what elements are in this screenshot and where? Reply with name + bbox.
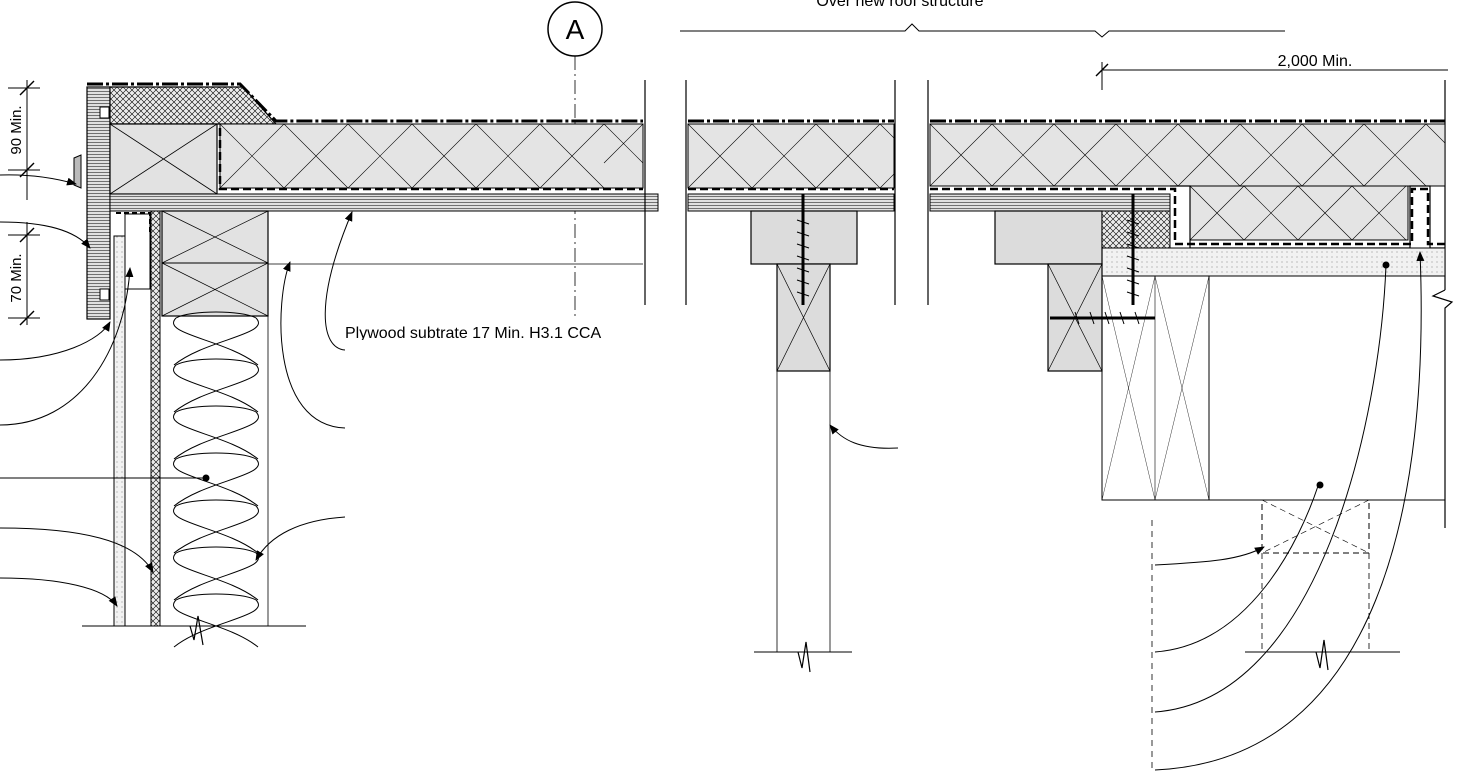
roof-right-segment — [929, 119, 1446, 770]
upstand-height-label: 70 Min. — [8, 253, 25, 302]
leader-lines — [0, 174, 1425, 771]
roof-left-segment — [73, 82, 659, 646]
right-span-label: 2,000 Min. — [1278, 53, 1353, 70]
plywood-note: Plywood subtrate 17 Min. H3.1 CCA — [345, 325, 601, 342]
insulation-batt-loop — [173, 452, 259, 507]
insulation-batt-loop — [173, 405, 259, 460]
top-span-label: Over new roof structure — [816, 0, 983, 10]
section-marker-label: A — [566, 14, 585, 45]
plywood-substrate — [109, 193, 659, 212]
note-mask-left — [352, 340, 637, 565]
insulation-batt-loop — [173, 499, 259, 554]
top-span-dimension: Over new roof structure — [680, 0, 1285, 38]
insulation-batt-loop — [173, 546, 259, 601]
fascia-height-dimension: 90 Min. — [8, 80, 40, 200]
upstand-height-dimension: 70 Min. — [8, 222, 40, 326]
roof-middle-segment — [687, 119, 895, 673]
insulation-batt-loop — [173, 593, 259, 648]
right-span-dimension: 2,000 Min. — [1095, 53, 1448, 90]
insulation-batt-loop — [173, 311, 259, 366]
fascia-height-label: 90 Min. — [8, 105, 25, 154]
fascia-board — [86, 86, 111, 320]
insulation-batt-loop — [173, 358, 259, 413]
insulation-batts — [173, 311, 259, 648]
leader-dots — [202, 261, 1390, 489]
